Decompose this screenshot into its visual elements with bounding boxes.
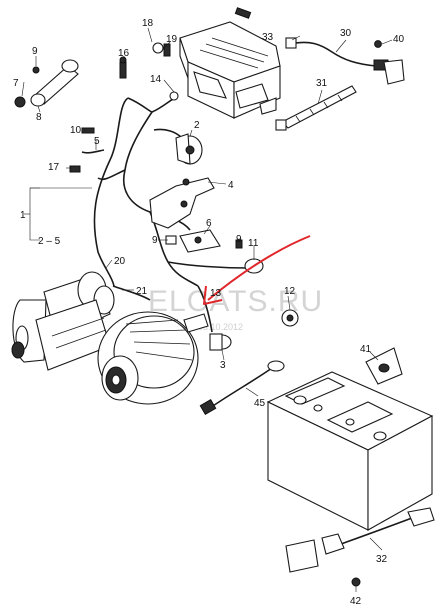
cable-40: [285, 507, 435, 587]
callout-2-5: 2 – 5: [38, 236, 61, 247]
callout-17: 17: [48, 162, 60, 173]
battery: [266, 371, 434, 531]
sensor-2: [175, 133, 203, 165]
callout-14: 16: [118, 48, 130, 59]
callout-7: 7: [13, 78, 19, 89]
cable-tie-31: [275, 85, 357, 131]
connector-3: [209, 333, 232, 351]
callout-21: 19: [166, 34, 178, 45]
callout-3: 3: [220, 360, 226, 371]
callout-9-mid: 9: [152, 235, 158, 246]
callout-8: 8: [36, 112, 42, 123]
starter-motor: [11, 271, 115, 371]
callout-32: 33: [262, 32, 274, 43]
callout-33: 40: [393, 34, 405, 45]
cable-30: [285, 37, 405, 85]
callout-labels: 18 19 16 14 9 7 8 10 5 17 2 4 6 9 9 11 1…: [13, 18, 405, 607]
callout-40: 32: [376, 554, 388, 565]
callout-16: 13: [210, 288, 222, 299]
cable-45: [199, 360, 285, 416]
callout-41: 41: [360, 344, 372, 355]
callout-12: 12: [284, 286, 296, 297]
callout-2: 2: [194, 120, 200, 131]
callout-6: 6: [206, 218, 212, 229]
callout-31: 31: [316, 78, 328, 89]
holder-6: [165, 229, 221, 253]
fuse-box: [179, 7, 281, 119]
red-pointer-arrow: [203, 235, 311, 305]
bolts: [69, 42, 179, 173]
leader-lines: [21, 27, 393, 592]
grommet-12: [281, 309, 299, 327]
bracket-4: [149, 177, 215, 229]
callout-5: 5: [94, 136, 100, 147]
callout-9-right: 9: [236, 234, 242, 245]
callout-13: 14: [150, 74, 162, 85]
callout-10: 10: [70, 125, 82, 136]
callout-4: 4: [228, 180, 234, 191]
callout-19: 21: [136, 286, 148, 297]
callout-9-top: 9: [32, 46, 38, 57]
terminal-41: [365, 347, 403, 385]
callout-11: 11: [248, 238, 259, 249]
bracket-8: [14, 59, 79, 108]
callout-30: 30: [340, 28, 352, 39]
callout-20: 18: [142, 18, 154, 29]
callout-42: 42: [350, 596, 362, 607]
date-stamp: 03.10.2012: [198, 322, 243, 332]
alternator: [97, 311, 209, 405]
callout-45: 45: [254, 398, 266, 409]
callout-18: 20: [114, 256, 126, 267]
callout-1: 1: [20, 210, 26, 221]
